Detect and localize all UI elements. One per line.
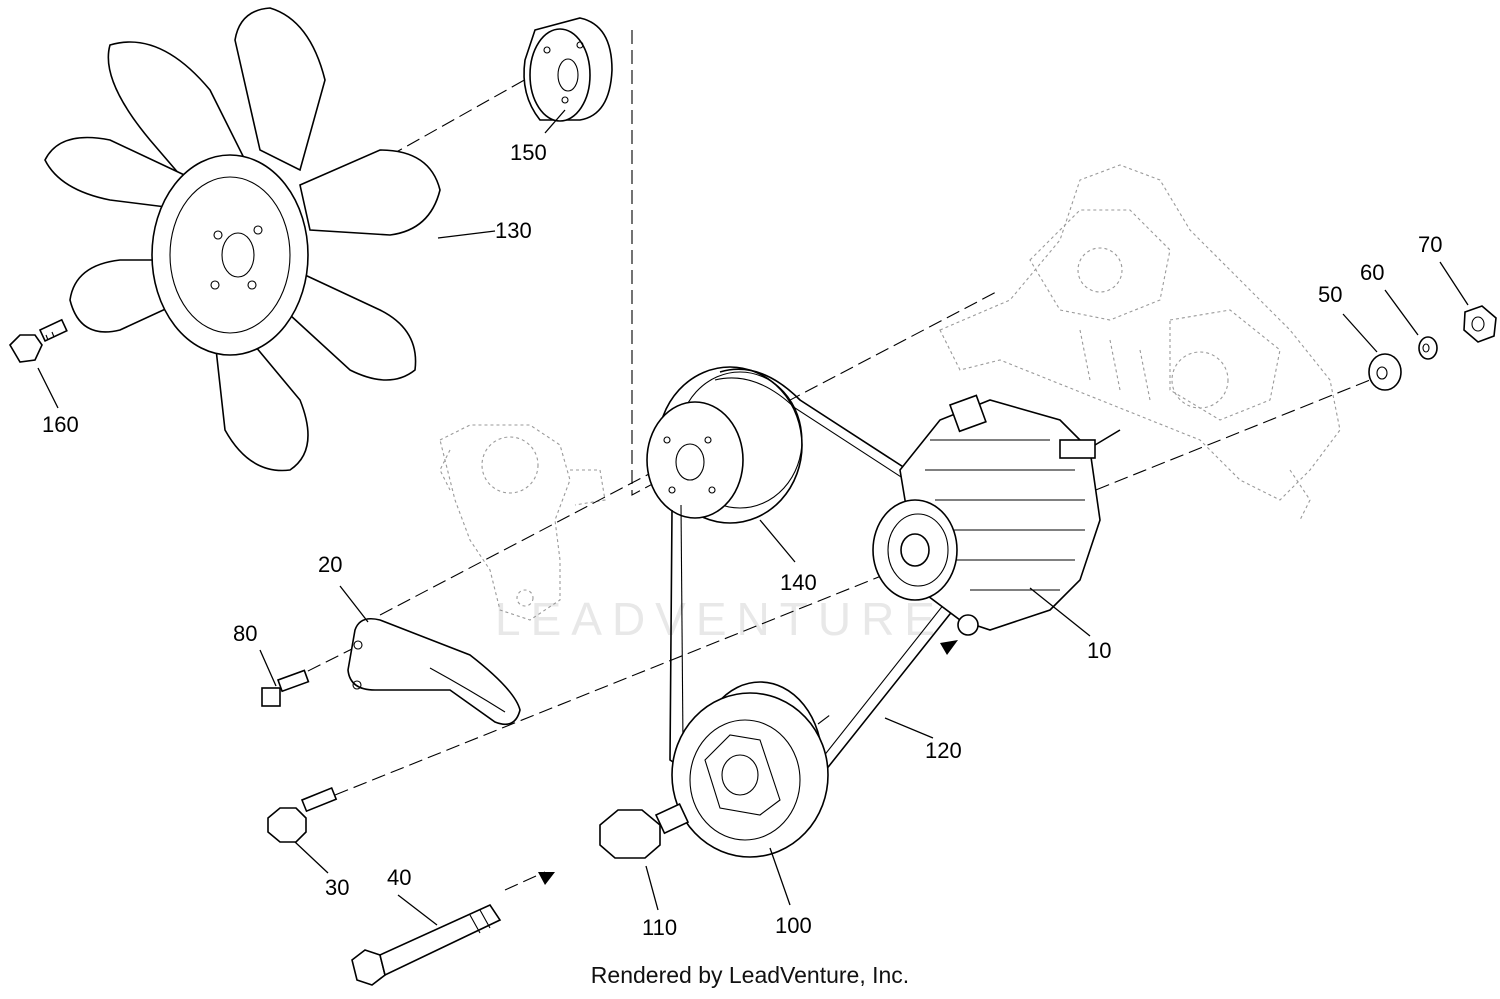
callout-120: 120 <box>925 738 962 763</box>
callout-100: 100 <box>775 913 812 938</box>
callout-30: 30 <box>325 875 349 900</box>
callout-50: 50 <box>1318 282 1342 307</box>
callout-150: 150 <box>510 140 547 165</box>
fan-spacer[interactable] <box>523 17 613 122</box>
alternator[interactable] <box>872 394 1121 636</box>
nut[interactable] <box>1463 305 1497 343</box>
watermark: LEADVENTURE <box>495 593 945 645</box>
footer-credit: Rendered by LeadVenture, Inc. <box>590 962 910 988</box>
lock-washer[interactable] <box>1418 336 1438 360</box>
washer[interactable] <box>1368 353 1402 391</box>
callout-110: 110 <box>642 915 677 940</box>
water-pump-pulley[interactable] <box>646 366 803 524</box>
callout-20: 20 <box>318 552 342 577</box>
callout-70: 70 <box>1418 232 1442 257</box>
leader-lines <box>37 109 1469 926</box>
direction-arrow <box>940 640 958 655</box>
fan-bolt[interactable] <box>8 318 68 363</box>
callout-140: 140 <box>780 570 817 595</box>
bracket-bolt[interactable] <box>261 669 310 707</box>
callout-40: 40 <box>387 865 411 890</box>
direction-arrow <box>538 872 555 885</box>
callout-130: 130 <box>495 218 532 243</box>
flange-bolt[interactable] <box>267 786 338 843</box>
crankshaft-bolt[interactable] <box>599 802 690 859</box>
crankshaft-pulley[interactable] <box>671 681 829 858</box>
cooling-fan[interactable] <box>44 7 441 472</box>
water-pump-phantom <box>439 424 606 621</box>
callout-10: 10 <box>1087 638 1111 663</box>
alternator-bracket[interactable] <box>347 617 521 726</box>
callout-60: 60 <box>1360 260 1384 285</box>
callouts: 150 130 160 140 10 20 80 30 40 110 100 1… <box>42 140 1442 940</box>
engine-block-phantom <box>939 164 1341 521</box>
callout-80: 80 <box>233 621 257 646</box>
long-bolt[interactable] <box>351 903 502 986</box>
callout-160: 160 <box>42 412 79 437</box>
